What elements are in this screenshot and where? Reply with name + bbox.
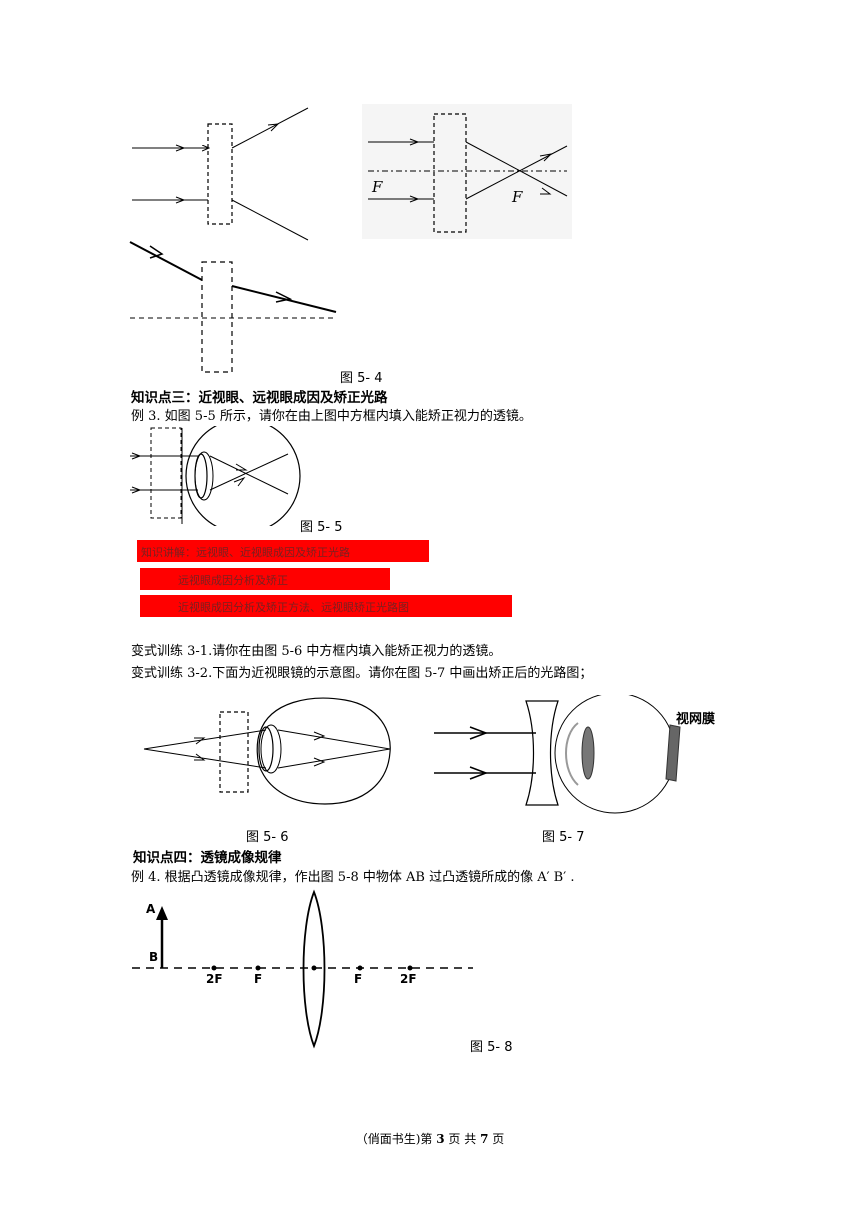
figure-5-5-caption: 图 5- 5 [300, 520, 343, 535]
figure-5-8-right-f: F [354, 972, 363, 986]
footer-prefix: （俏面书生)第 [355, 1132, 433, 1146]
figure-5-4-focus-label-right: F [512, 188, 523, 206]
figure-5-7-caption: 图 5- 7 [542, 830, 585, 845]
figure-5-8-convex-lens-imaging [132, 889, 473, 1049]
figure-5-8-left-f: F [254, 972, 263, 986]
figure-5-7-retina-label: 视网膜 [676, 712, 716, 727]
footer-middle: 页 共 [448, 1132, 477, 1146]
figure-5-8-left-2f: 2F [206, 972, 223, 986]
exercise-3-1-text: 变式训练 3-1.请你在由图 5-6 中方框内填入能矫正视力的透镜。 [131, 644, 502, 659]
figure-5-6-farsighted-eye [143, 697, 391, 805]
figure-5-4-converging-rays [362, 104, 572, 239]
red-note-3[interactable]: 近视眼成因分析及矫正方法、远视眼矫正光路图 [140, 595, 512, 617]
figure-5-8-caption: 图 5- 8 [470, 1040, 513, 1055]
footer-total-pages: 7 [480, 1132, 489, 1146]
red-note-2[interactable]: 远视眼成因分析及矫正 [140, 568, 390, 590]
page-footer: （俏面书生)第 3 页 共 7 页 [0, 1130, 860, 1147]
figure-5-8-right-2f: 2F [400, 972, 417, 986]
section-4-heading: 知识点四：透镜成像规律 [133, 850, 282, 866]
footer-page-number: 3 [436, 1132, 445, 1146]
red-note-1[interactable]: 知识讲解：远视眼、近视眼成因及矫正光路 [137, 540, 429, 562]
example-4-text: 例 4. 根据凸透镜成像规律，作出图 5-8 中物体 AB 过凸透镜所成的像 A… [131, 870, 575, 885]
figure-5-8-point-b: B [149, 950, 159, 964]
figure-5-7-myopic-eye-with-lens [434, 695, 681, 814]
figure-5-4-oblique-ray [129, 241, 337, 373]
figure-5-5-eye-diagram [130, 426, 301, 526]
footer-suffix: 页 [492, 1132, 505, 1146]
figure-5-8-point-a: A [146, 902, 156, 916]
red-note-2-text: 远视眼成因分析及矫正 [178, 574, 288, 587]
figure-5-6-caption: 图 5- 6 [246, 830, 289, 845]
exercise-3-2-text: 变式训练 3-2.下面为近视眼镜的示意图。请你在图 5-7 中画出矫正后的光路图… [131, 666, 593, 681]
figure-5-4-diverging-rays [132, 107, 309, 241]
red-note-1-text: 知识讲解：远视眼、近视眼成因及矫正光路 [141, 546, 350, 559]
figure-5-4-focus-label-left: F [372, 178, 383, 196]
figure-5-4-caption: 图 5- 4 [340, 371, 383, 386]
red-note-3-text: 近视眼成因分析及矫正方法、远视眼矫正光路图 [178, 601, 409, 614]
section-3-heading: 知识点三：近视眼、远视眼成因及矫正光路 [131, 390, 388, 406]
example-3-text: 例 3. 如图 5-5 所示，请你在由上图中方框内填入能矫正视力的透镜。 [131, 409, 532, 424]
